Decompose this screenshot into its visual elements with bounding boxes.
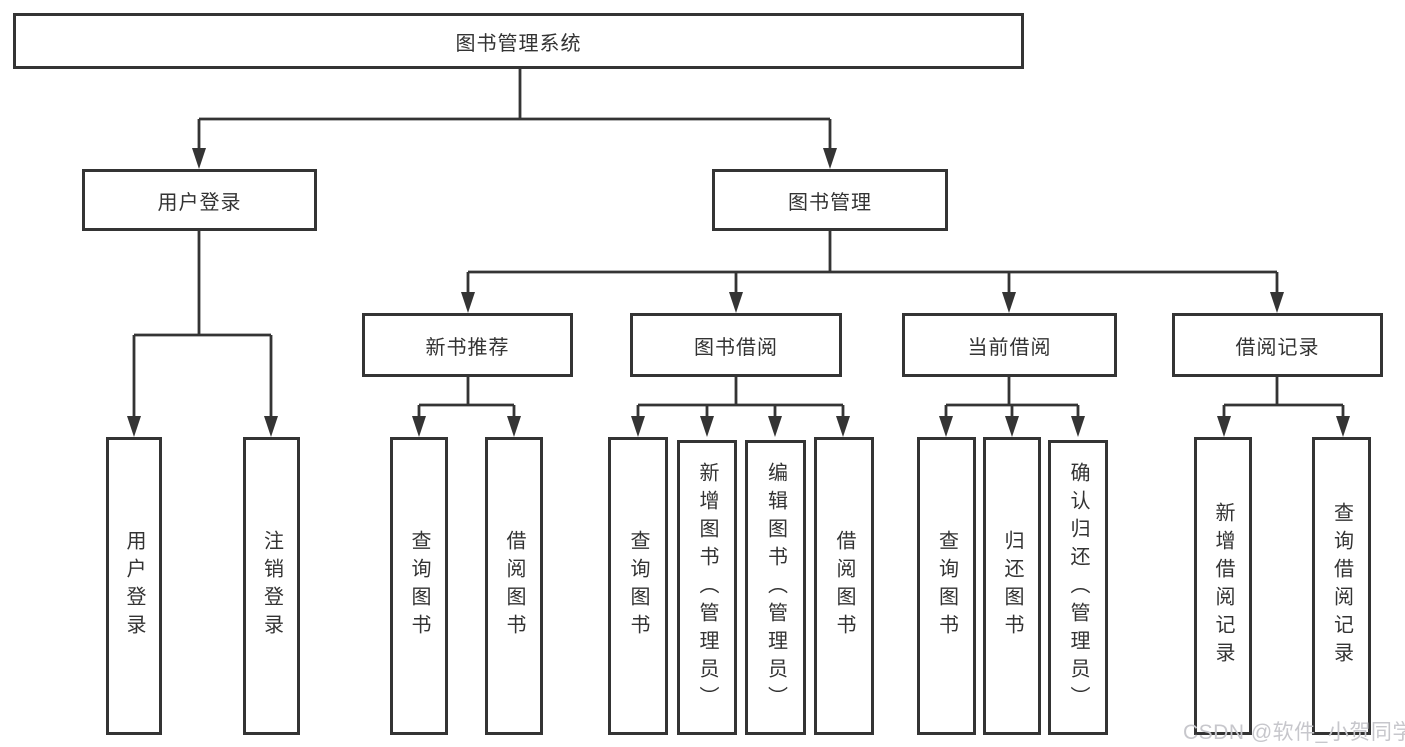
leaf-query-books-cb: 查询图书: [917, 437, 976, 735]
node-label: 当前借阅: [967, 336, 1052, 359]
node-current-borrowing: 当前借阅: [902, 313, 1117, 377]
leaf-query-borrow-record: 查询借阅记录: [1312, 437, 1371, 735]
leaf-borrow-books-bb: 借阅图书: [814, 437, 874, 735]
node-user-login: 用户登录: [82, 169, 317, 231]
node-book-management: 图书管理: [712, 169, 948, 231]
leaf-label: 查询图书: [408, 530, 430, 642]
leaf-label: 新增图书（管理员）: [696, 461, 718, 714]
csdn-watermark: CSDN @软件_小贺同学: [1183, 721, 1405, 744]
leaf-user-login: 用户登录: [106, 437, 162, 735]
leaf-label: 注销登录: [260, 530, 283, 642]
leaf-confirm-return-admin: 确认归还（管理员）: [1048, 440, 1108, 735]
node-label: 新书推荐: [425, 336, 510, 359]
leaf-edit-books-admin: 编辑图书（管理员）: [745, 440, 806, 735]
node-new-book-recommend: 新书推荐: [362, 313, 573, 377]
node-label: 借阅记录: [1235, 336, 1320, 359]
node-label: 图书管理: [788, 191, 872, 214]
leaf-label: 用户登录: [123, 530, 145, 642]
node-label: 用户登录: [157, 191, 242, 214]
leaf-return-books: 归还图书: [983, 437, 1041, 735]
node-borrow-records: 借阅记录: [1172, 313, 1383, 377]
node-library-management-system: 图书管理系统: [13, 13, 1024, 69]
leaf-label: 借阅图书: [503, 530, 525, 642]
leaf-label: 编辑图书（管理员）: [764, 461, 787, 714]
leaf-label: 确认归还（管理员）: [1067, 461, 1089, 714]
leaf-borrow-books-nb: 借阅图书: [485, 437, 543, 735]
leaf-label: 归还图书: [1001, 530, 1023, 642]
leaf-label: 查询图书: [935, 530, 958, 642]
node-label: 图书借阅: [694, 336, 778, 359]
node-label: 图书管理系统: [455, 32, 582, 55]
leaf-query-books-nb: 查询图书: [390, 437, 448, 735]
leaf-add-books-admin: 新增图书（管理员）: [677, 440, 737, 735]
leaf-add-borrow-record: 新增借阅记录: [1194, 437, 1252, 735]
arrowhead-group: [127, 148, 1350, 437]
node-book-borrowing: 图书借阅: [630, 313, 842, 377]
leaf-label: 查询图书: [627, 530, 649, 642]
leaf-logout: 注销登录: [243, 437, 300, 735]
leaf-label: 新增借阅记录: [1212, 502, 1234, 670]
leaf-label: 借阅图书: [833, 530, 855, 642]
leaf-query-books-bb: 查询图书: [608, 437, 668, 735]
leaf-label: 查询借阅记录: [1330, 502, 1353, 670]
